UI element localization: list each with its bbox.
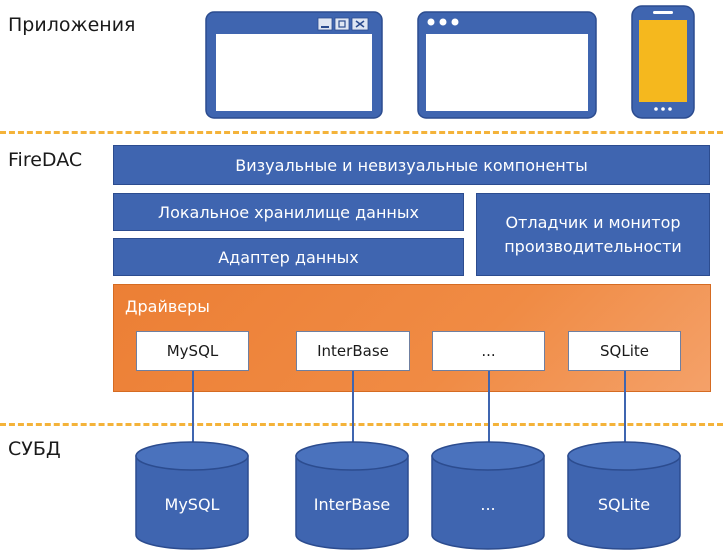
debugger-monitor-box: Отладчик и монитор производительности <box>476 193 710 276</box>
app-icons <box>205 5 695 119</box>
debugger-line-2: производительности <box>504 236 682 256</box>
data-adapter-box: Адаптер данных <box>113 238 464 276</box>
driver-box: SQLite <box>568 331 681 371</box>
browser-icon <box>417 11 597 119</box>
divider-firedac-dbms <box>0 423 723 426</box>
window-icon <box>205 11 383 119</box>
database-label: InterBase <box>313 495 391 514</box>
database-icon <box>135 441 249 550</box>
phone-icon <box>631 5 695 119</box>
layer-label-dbms: СУБД <box>8 438 61 460</box>
debugger-line-1: Отладчик и монитор <box>505 212 681 232</box>
database-label: MySQL <box>164 495 220 514</box>
connector-interbase <box>352 371 354 447</box>
driver-box: ... <box>432 331 545 371</box>
visual-components-box: Визуальные и невизуальные компоненты <box>113 145 710 185</box>
driver-box: MySQL <box>136 331 249 371</box>
database-icon <box>431 441 545 550</box>
drivers-title: Драйверы <box>125 297 210 316</box>
database-label: ... <box>480 495 496 514</box>
database-label: SQLite <box>597 495 651 514</box>
divider-apps-firedac <box>0 131 723 134</box>
database-icon <box>295 441 409 550</box>
layer-label-firedac: FireDAC <box>8 149 83 171</box>
layer-label-apps: Приложения <box>8 14 136 36</box>
database-icon <box>567 441 681 550</box>
driver-box: InterBase <box>296 331 410 371</box>
connector-sqlite <box>624 371 626 447</box>
local-storage-box: Локальное хранилище данных <box>113 193 464 231</box>
connector-ellipsis <box>488 371 490 447</box>
connector-mysql <box>192 371 194 447</box>
